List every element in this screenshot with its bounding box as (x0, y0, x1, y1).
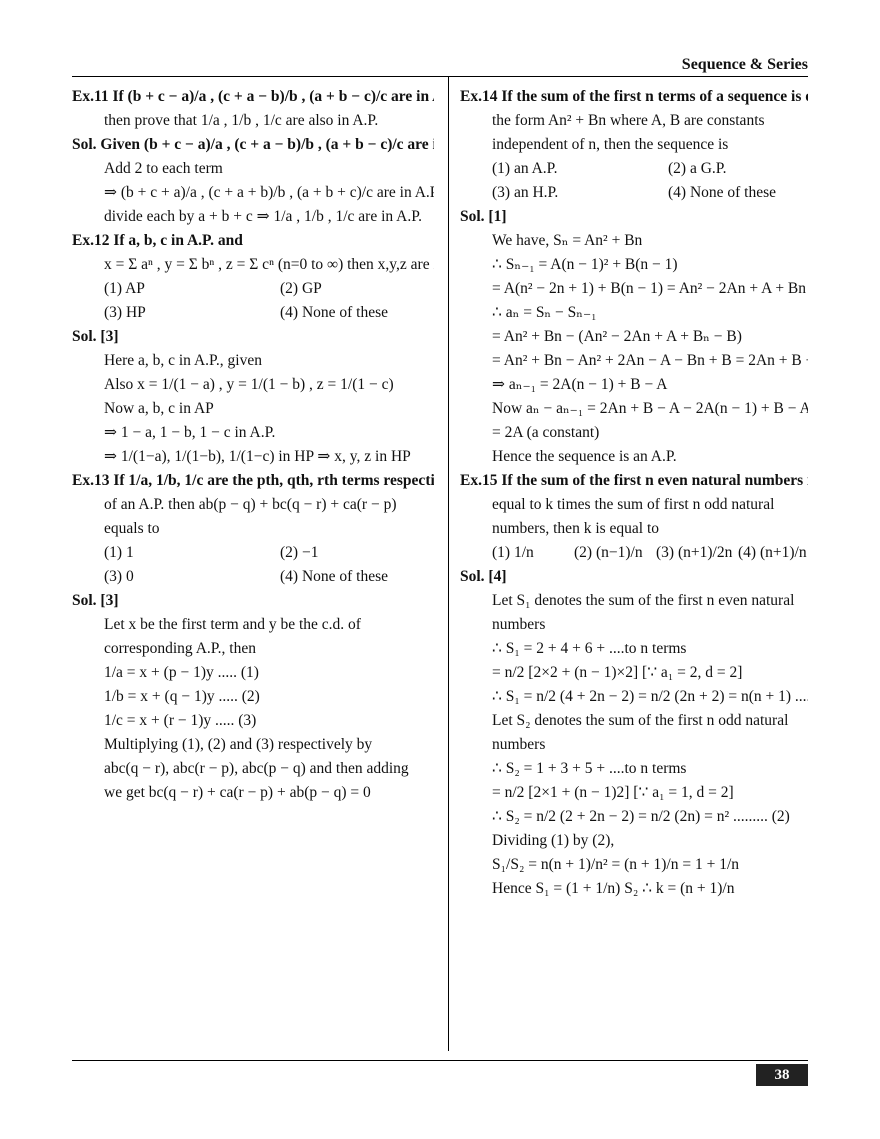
text-line: ∴ S₁ = 2 + 4 + 6 + ....to n terms (492, 640, 687, 657)
text-line: Add 2 to each term (104, 160, 223, 177)
text-line: = n/2 [2×1 + (n − 1)2] [∵ a₁ = 1, d = 2] (492, 784, 734, 801)
options-row: (3) an H.P. (4) None of these (460, 182, 808, 204)
text-line: 1/b = x + (q − 1)y ..... (2) (104, 688, 260, 705)
left-column: Ex.11 If (b + c − a)/a , (c + a − b)/b ,… (72, 86, 434, 806)
text-line: ⇒ (b + c + a)/a , (c + a + b)/b , (a + b… (104, 184, 434, 201)
options-row: (1) an A.P. (2) a G.P. (460, 158, 808, 180)
text-line: equals to (104, 520, 160, 537)
text-line: Let S₁ denotes the sum of the first n ev… (492, 592, 795, 609)
text-line: ⇒ 1 − a, 1 − b, 1 − c in A.P. (104, 424, 276, 441)
option: (3) 0 (104, 568, 134, 585)
text-line: the form An² + Bn where A, B are constan… (492, 112, 765, 129)
right-column: Ex.14 If the sum of the first n terms of… (460, 86, 808, 902)
text-line: Multiplying (1), (2) and (3) respectivel… (104, 736, 373, 753)
text-line: divide each by a + b + c ⇒ 1/a , 1/b , 1… (104, 208, 423, 225)
option: (3) HP (104, 304, 146, 321)
text-line: Now aₙ − aₙ₋₁ = 2An + B − A − 2A(n − 1) … (492, 400, 808, 417)
text-line: = An² + Bn − An² + 2An − A − Bn + B = 2A… (492, 352, 808, 369)
option: (2) (n−1)/n (574, 544, 643, 561)
page-number: 38 (756, 1064, 808, 1086)
option: (2) −1 (280, 544, 319, 561)
text-line: ∴ aₙ = Sₙ − Sₙ₋₁ (492, 304, 597, 321)
option: (1) 1 (104, 544, 134, 561)
example-heading: Ex.13 If 1/a, 1/b, 1/c are the pth, qth,… (72, 472, 434, 489)
text-line: corresponding A.P., then (104, 640, 256, 657)
text-line: ∴ S₂ = n/2 (2 + 2n − 2) = n/2 (2n) = n² … (492, 808, 790, 825)
text-line: ⇒ 1/(1−a), 1/(1−b), 1/(1−c) in HP ⇒ x, y… (104, 448, 411, 465)
text-line: Let S₂ denotes the sum of the first n od… (492, 712, 789, 729)
option: (1) an A.P. (492, 160, 558, 177)
text-line: of an A.P. then ab(p − q) + bc(q − r) + … (104, 496, 397, 513)
text-line: numbers (492, 736, 546, 753)
example-heading: Ex.12 If a, b, c in A.P. and (72, 232, 243, 249)
text-line: numbers (492, 616, 546, 633)
solution-heading: Sol. [4] (460, 568, 507, 585)
text-line: x = Σ aⁿ , y = Σ bⁿ , z = Σ cⁿ (n=0 to ∞… (104, 256, 434, 273)
text-line: ∴ S₂ = 1 + 3 + 5 + ....to n terms (492, 760, 687, 777)
text-line: Also x = 1/(1 − a) , y = 1/(1 − b) , z =… (104, 376, 394, 393)
example-heading: Ex.15 If the sum of the first n even nat… (460, 472, 808, 489)
text-line: Now a, b, c in AP (104, 400, 214, 417)
option: (3) (n+1)/2n (656, 544, 733, 561)
text-line: Here a, b, c in A.P., given (104, 352, 262, 369)
text-line: = 2A (a constant) (492, 424, 600, 441)
options-row: (1) 1/n (2) (n−1)/n (3) (n+1)/2n (4) (n+1)/… (460, 542, 808, 564)
text-line: then prove that 1/a , 1/b , 1/c are also… (104, 112, 379, 129)
solution-heading: Sol. Given (b + c − a)/a , (c + a − b)/b… (72, 136, 434, 153)
footer-rule (72, 1060, 808, 1061)
option: (1) AP (104, 280, 145, 297)
text-line: Hence the sequence is an A.P. (492, 448, 677, 465)
header-rule (72, 76, 808, 77)
text-line: = n/2 [2×2 + (n − 1)×2] [∵ a₁ = 2, d = 2… (492, 664, 743, 681)
text-line: independent of n, then the sequence is (492, 136, 729, 153)
example-heading: Ex.11 If (b + c − a)/a , (c + a − b)/b ,… (72, 88, 434, 105)
text-line: ⇒ aₙ₋₁ = 2A(n − 1) + B − A (492, 376, 668, 393)
text-line: S₁/S₂ = n(n + 1)/n² = (n + 1)/n = 1 + 1/… (492, 856, 740, 873)
example-heading: Ex.14 If the sum of the first n terms of… (460, 88, 808, 105)
text-line: abc(q − r), abc(r − p), abc(p − q) and t… (104, 760, 409, 777)
text-line: equal to k times the sum of first n odd … (492, 496, 775, 513)
text-line: 1/a = x + (p − 1)y ..... (1) (104, 664, 259, 681)
text-line: = An² + Bn − (An² − 2An + A + Bₙ − B) (492, 328, 742, 345)
options-row: (3) HP (4) None of these (72, 302, 434, 324)
option: (4) None of these (280, 304, 389, 321)
text-line: Hence S₁ = (1 + 1/n) S₂ ∴ k = (n + 1)/n (492, 880, 735, 897)
text-line: We have, Sₙ = An² + Bn (492, 232, 643, 249)
option: (4) None of these (280, 568, 389, 585)
option: (3) an H.P. (492, 184, 559, 201)
text-line: ∴ S₁ = n/2 (4 + 2n − 2) = n/2 (2n + 2) =… (492, 688, 808, 705)
options-row: (1) 1 (2) −1 (72, 542, 434, 564)
text-line: 1/c = x + (r − 1)y ..... (3) (104, 712, 257, 729)
option: (4) (n+1)/n (738, 544, 807, 561)
text-line: we get bc(q − r) + ca(r − p) + ab(p − q)… (104, 784, 371, 801)
options-row: (3) 0 (4) None of these (72, 566, 434, 588)
option: (4) None of these (668, 184, 777, 201)
text-line: = A(n² − 2n + 1) + B(n − 1) = An² − 2An … (492, 280, 808, 297)
options-row: (1) AP (2) GP (72, 278, 434, 300)
option: (2) GP (280, 280, 322, 297)
text-line: Dividing (1) by (2), (492, 832, 615, 849)
column-divider (448, 76, 449, 1051)
text-line: numbers, then k is equal to (492, 520, 660, 537)
solution-heading: Sol. [3] (72, 328, 119, 345)
solution-heading: Sol. [3] (72, 592, 119, 609)
page-header: Sequence & Series (681, 56, 808, 73)
option: (2) a G.P. (668, 160, 727, 177)
option: (1) 1/n (492, 544, 534, 561)
text-line: Let x be the first term and y be the c.d… (104, 616, 361, 633)
text-line: ∴ Sₙ₋₁ = A(n − 1)² + B(n − 1) (492, 256, 678, 273)
solution-heading: Sol. [1] (460, 208, 507, 225)
